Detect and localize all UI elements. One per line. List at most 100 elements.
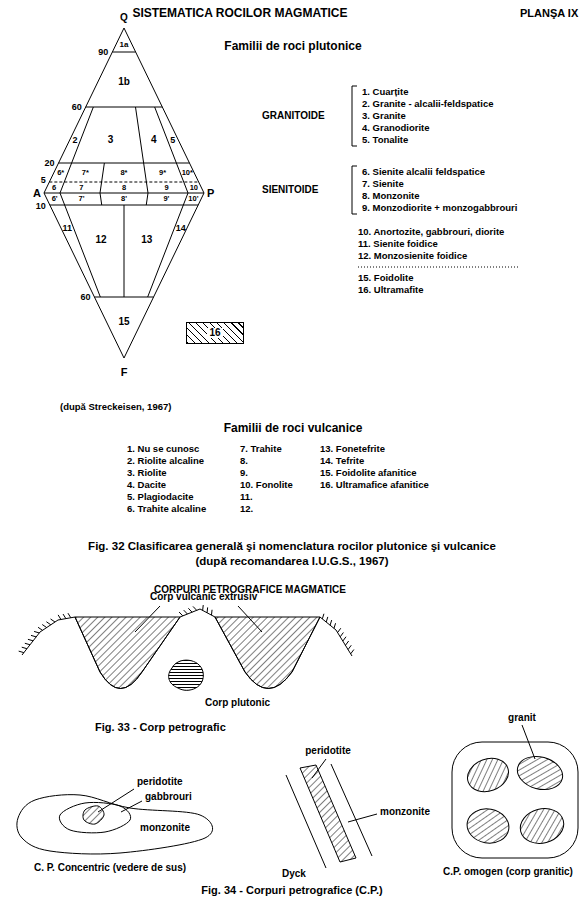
label: 9' — [163, 195, 169, 203]
hachure-tick — [351, 650, 354, 654]
label: 12. Monzosienite foidice — [358, 251, 467, 261]
ratio-line — [72, 107, 94, 163]
label: 3 — [108, 135, 114, 145]
label: SIENITOIDE — [262, 185, 319, 195]
q-boundary — [112, 52, 135, 53]
label: 7' — [79, 195, 85, 203]
ratio-line — [100, 163, 104, 193]
label: 2. Granite - alcalii-feldspatice — [362, 99, 493, 109]
label: 4 — [151, 135, 157, 145]
label: 16. Ultramafice afanitice — [320, 480, 429, 490]
label: 2 — [73, 136, 78, 145]
label: 10. Fonolite — [240, 480, 293, 490]
granite-block — [464, 806, 511, 847]
label: (după Streckeisen, 1967) — [60, 402, 171, 412]
label: Fig. 32 Clasificarea generală şi nomencl… — [88, 541, 496, 553]
hachure-tick — [179, 612, 183, 616]
label: 6. Sienite alcalii feldspatice — [362, 167, 485, 177]
label: 60 — [80, 293, 90, 302]
leader-line — [135, 606, 160, 632]
gabbro-zone — [59, 802, 130, 832]
label: Fig. 34 - Corpuri petrografice (C.P.) — [201, 885, 382, 896]
hachure-tick — [193, 606, 197, 610]
ratio-line — [146, 193, 148, 205]
peridotite-core — [83, 806, 104, 824]
dyke-wall — [331, 764, 372, 856]
granite-block — [514, 752, 567, 795]
label: Familii de roci vulcanice — [224, 422, 363, 434]
label: 5. Tonalite — [362, 135, 408, 145]
generated-strokes — [17, 28, 354, 854]
label: PLANŞA IX — [520, 8, 578, 19]
label: 10. Anortozite, gabbrouri, diorite — [358, 227, 504, 237]
label: 9. Monzodiorite + monzogabbrouri — [362, 203, 517, 213]
hachure-tick — [184, 610, 188, 614]
label: 11. Sienite foidice — [358, 239, 438, 249]
hachure-tick — [31, 635, 36, 637]
dyke-body — [300, 765, 356, 862]
monzonite-zone — [17, 795, 213, 854]
label: 6. Trahite alcaline — [127, 504, 206, 514]
ratio-line — [135, 107, 143, 163]
label: monzonite — [140, 823, 190, 833]
ratio-line — [100, 193, 102, 205]
label: 8. Monzonite — [362, 191, 420, 201]
granite-block — [516, 804, 567, 848]
hachure-tick — [322, 614, 324, 619]
label: 7 — [79, 184, 83, 192]
label: 8. — [240, 456, 248, 466]
label: Familii de roci plutonice — [224, 40, 361, 52]
label: granit — [508, 713, 536, 723]
label: 16. Ultramafite — [358, 285, 423, 295]
label: 7* — [82, 169, 89, 177]
hachure-tick — [22, 647, 27, 649]
label: peridotite — [137, 777, 183, 787]
q-boundary — [49, 182, 198, 183]
hachure-tick — [207, 607, 209, 612]
leader-line — [312, 759, 326, 778]
box-number: 16 — [207, 328, 222, 338]
label: 5 — [170, 136, 175, 145]
label: 1a — [120, 41, 129, 49]
hachure-tick — [338, 628, 341, 632]
label: 9 — [165, 184, 169, 192]
label: (după recomandarea I.U.G.S., 1967) — [195, 556, 388, 568]
label: 15. Foidolite — [358, 273, 413, 283]
label: 7. Sienite — [362, 179, 404, 189]
hachure-tick — [330, 620, 332, 625]
granite-block — [463, 753, 513, 797]
dyke-wall — [286, 775, 326, 868]
ratio-line — [155, 107, 177, 163]
label: 13. Fonetefrite — [320, 444, 385, 454]
label: P — [207, 188, 214, 199]
label: 10 — [36, 202, 46, 211]
label: Q — [120, 13, 128, 23]
hachure-tick — [326, 617, 328, 622]
ratio-line — [60, 193, 65, 205]
hachure-tick — [343, 637, 346, 641]
ratio-line — [183, 193, 188, 205]
label: C.P. omogen (corp granitic) — [443, 867, 573, 877]
plutonic-body — [169, 660, 204, 690]
label: 6* — [57, 169, 64, 177]
label: monzonite — [380, 807, 430, 817]
granite-body — [452, 742, 578, 858]
label: 1. Cuarțite — [362, 87, 408, 97]
hachure-tick — [188, 608, 192, 612]
label: 20 — [45, 159, 55, 168]
label: 5. Plagiodacite — [127, 492, 194, 502]
ratio-line — [60, 163, 72, 193]
label: Fig. 33 - Corp petrografic — [95, 722, 226, 733]
label: A — [33, 188, 41, 199]
hachure-tick — [345, 641, 348, 645]
label: 11. — [240, 492, 253, 502]
ratio-line — [124, 205, 125, 297]
hachure-tick — [68, 613, 71, 618]
page-title: SISTEMATICA ROCILOR MAGMATICE — [132, 7, 347, 19]
hatched-box: 16 — [186, 322, 244, 344]
dotted-separator — [358, 267, 518, 268]
bracket — [352, 166, 357, 214]
label: 6 — [52, 184, 56, 192]
